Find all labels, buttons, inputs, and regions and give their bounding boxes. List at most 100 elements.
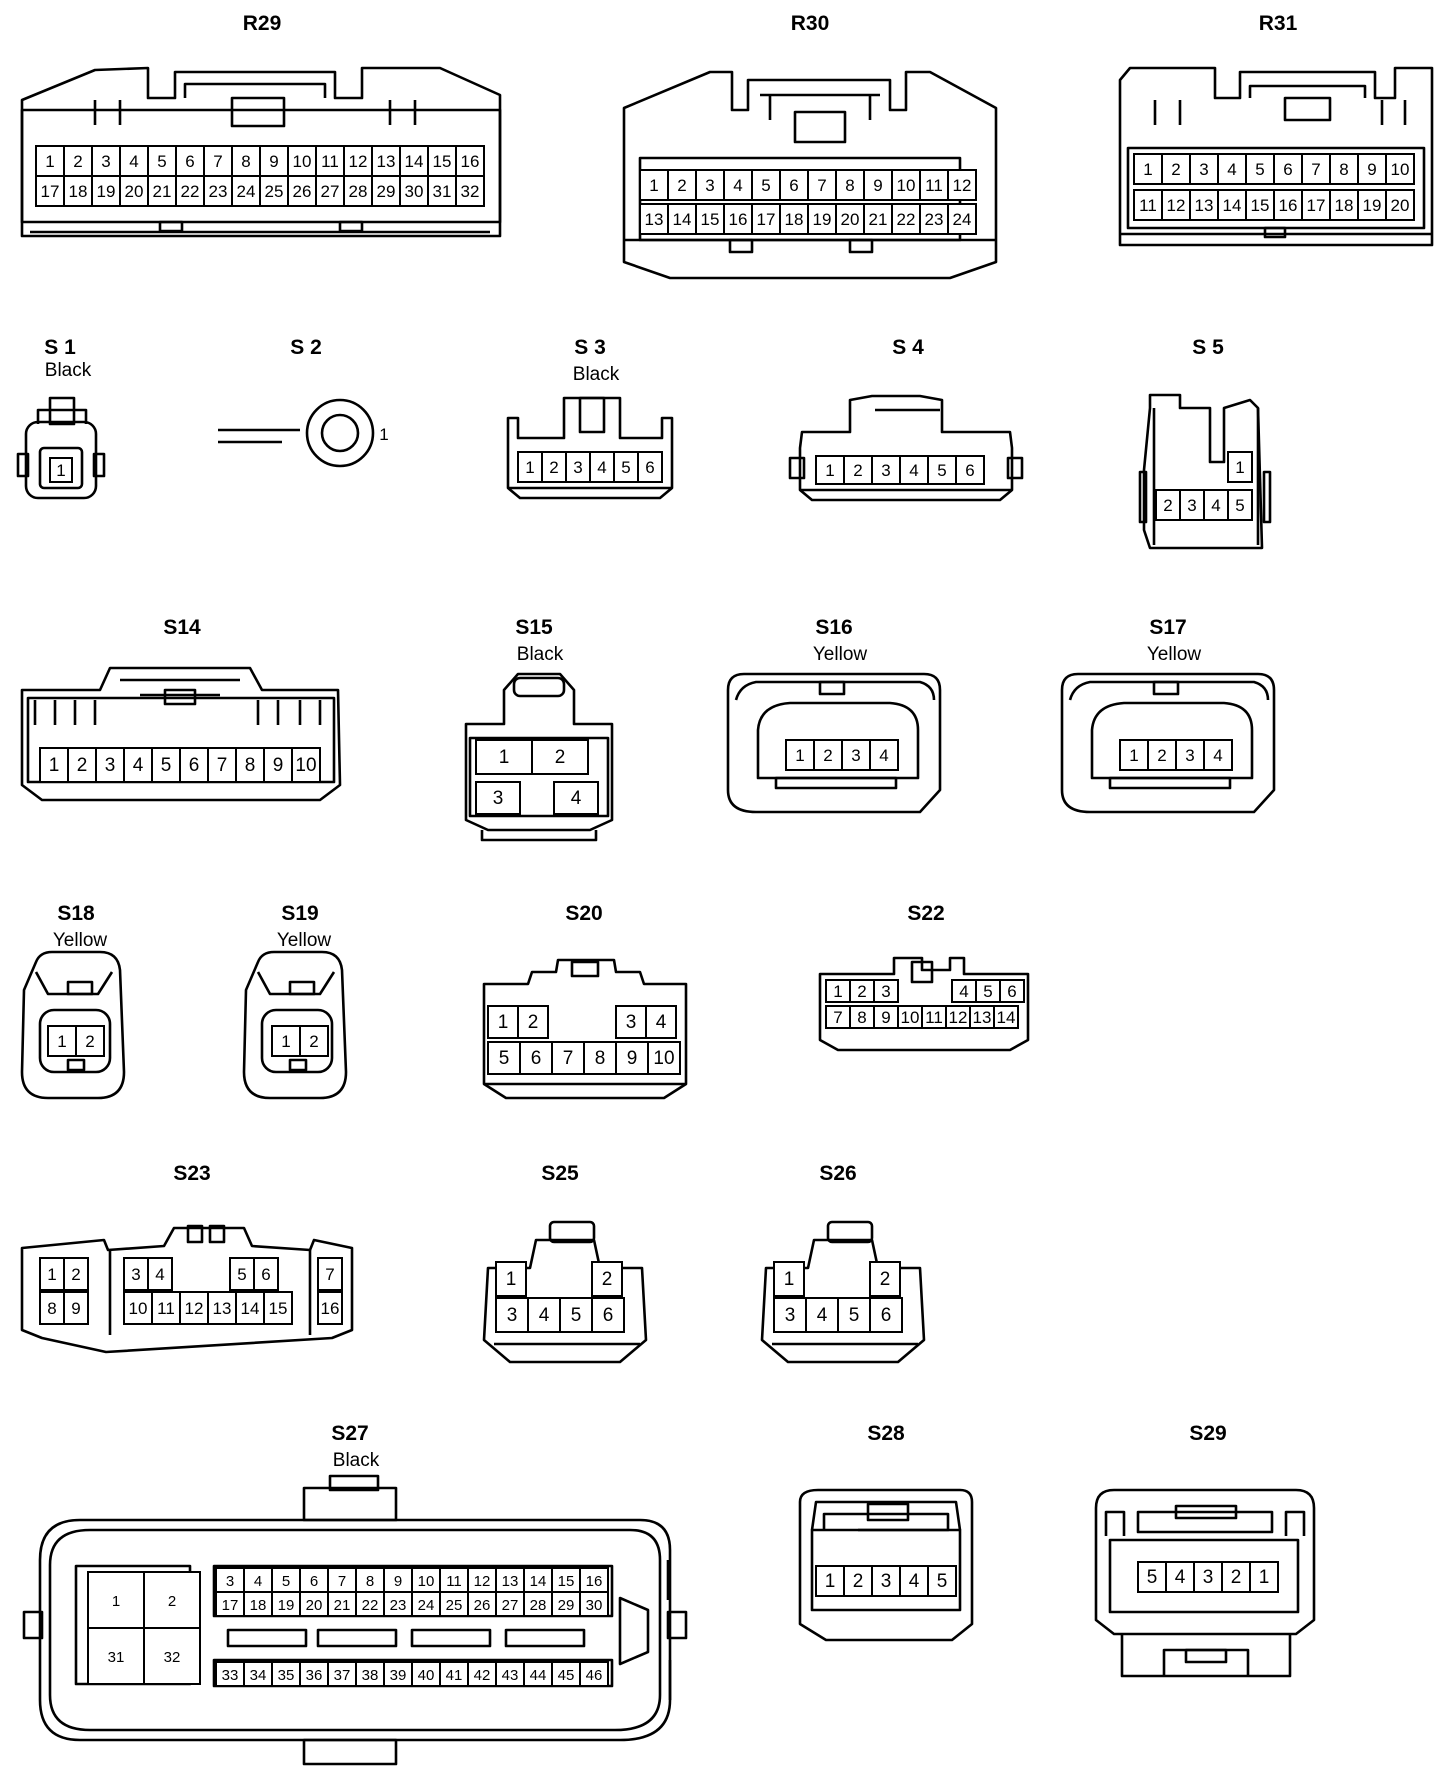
- pin-S22-9: 9: [873, 1005, 899, 1029]
- pin-number: 44: [530, 1667, 547, 1684]
- pin-number: 1: [47, 1265, 56, 1284]
- connector-label-R29: R29: [243, 12, 282, 35]
- pin-S14-3: 3: [95, 747, 125, 783]
- pin-number: 18: [69, 182, 88, 201]
- pin-number: 2: [71, 1265, 80, 1284]
- pin-number: 15: [433, 152, 452, 171]
- pin-number: 8: [845, 176, 854, 195]
- pin-S22-3: 3: [873, 979, 899, 1003]
- pin-R29-32: 32: [455, 175, 485, 207]
- pin-number: 1: [1259, 1567, 1270, 1588]
- pin-R29-27: 27: [315, 175, 345, 207]
- pin-number: 42: [474, 1667, 491, 1684]
- pin-number: 1: [649, 176, 658, 195]
- pin-S14-10: 10: [291, 747, 321, 783]
- connector-body-S1: [16, 396, 106, 500]
- pin-number: 37: [334, 1667, 351, 1684]
- connector-label-S27: S27: [331, 1422, 368, 1445]
- pin-S28-1: 1: [815, 1565, 845, 1597]
- pin-number: 1: [825, 461, 834, 480]
- connector-body-S20: [482, 958, 688, 1100]
- pin-number: 6: [261, 1265, 270, 1284]
- pin-number: 10: [897, 176, 916, 195]
- pin-number: 4: [1213, 746, 1222, 765]
- pin-number: 16: [586, 1573, 603, 1590]
- pin-number: 9: [269, 152, 278, 171]
- pin-R29-18: 18: [63, 175, 93, 207]
- pin-number: 5: [282, 1573, 290, 1590]
- pin-S19-2: 2: [299, 1025, 329, 1057]
- connector-label-S19: S19: [281, 902, 318, 925]
- pin-S20-4: 4: [645, 1005, 677, 1039]
- pin-S22-4: 4: [951, 979, 977, 1003]
- pin-S22-1: 1: [825, 979, 851, 1003]
- pin-number: 5: [983, 982, 992, 1001]
- pin-S29-1: 1: [1249, 1561, 1279, 1593]
- pin-number: 23: [390, 1597, 407, 1614]
- pin-S27-4: 4: [243, 1567, 273, 1593]
- pin-number: 11: [925, 176, 943, 195]
- pin-R29-14: 14: [399, 145, 429, 177]
- pin-number: 25: [265, 182, 284, 201]
- connector-label-S25: S25: [541, 1162, 579, 1185]
- pin-number: 18: [1335, 196, 1354, 215]
- pin-number: 26: [293, 182, 312, 201]
- pin-number: 10: [901, 1008, 920, 1027]
- pin-R30-7: 7: [807, 169, 837, 201]
- pin-S27-42: 42: [467, 1661, 497, 1687]
- pin-R31-14: 14: [1217, 189, 1247, 221]
- pin-S4-6: 6: [955, 455, 985, 485]
- pin-S27-18: 18: [243, 1591, 273, 1617]
- pin-number: 14: [1223, 196, 1242, 215]
- pin-R31-15: 15: [1245, 189, 1275, 221]
- pin-number: 36: [306, 1667, 323, 1684]
- pin-R29-9: 9: [259, 145, 289, 177]
- connector-body-S3: [506, 396, 674, 500]
- connector-label-S3: S 3: [574, 336, 606, 359]
- pin-number: 5: [237, 1265, 246, 1284]
- pin-R31-20: 20: [1385, 189, 1415, 221]
- connector-color-S16: Yellow: [813, 644, 868, 665]
- pin-S14-6: 6: [179, 747, 209, 783]
- pin-number: 3: [881, 461, 890, 480]
- pin-number: 1: [281, 1032, 290, 1051]
- pin-S27-28: 28: [523, 1591, 553, 1617]
- pin-R30-11: 11: [919, 169, 949, 201]
- pin-R30-3: 3: [695, 169, 725, 201]
- pin-number: 28: [530, 1597, 547, 1614]
- pin-R30-22: 22: [891, 203, 921, 235]
- pin-number: 46: [586, 1667, 603, 1684]
- pin-R31-2: 2: [1161, 153, 1191, 185]
- pin-number: 10: [653, 1048, 674, 1069]
- pin-number: 5: [761, 176, 770, 195]
- pin-S15-2: 2: [531, 739, 589, 775]
- connector-label-S15: S15: [515, 616, 553, 639]
- pin-number: 22: [897, 210, 916, 229]
- pin-S25-6: 6: [591, 1297, 625, 1333]
- pin-number: 1: [1235, 458, 1244, 477]
- pin-number: 12: [474, 1573, 491, 1590]
- pin-number: 3: [507, 1305, 518, 1326]
- pin-number: 17: [41, 182, 60, 201]
- pin-S16-2: 2: [813, 739, 843, 771]
- connector-label-S28: S28: [867, 1422, 905, 1445]
- pin-S29-2: 2: [1221, 1561, 1251, 1593]
- pin-S27-40: 40: [411, 1661, 441, 1687]
- pin-S4-3: 3: [871, 455, 901, 485]
- pin-number: 3: [1185, 746, 1194, 765]
- connector-body-R29: [20, 66, 502, 238]
- connector-color-S27: Black: [333, 1450, 380, 1471]
- pin-number: 40: [418, 1667, 435, 1684]
- pin-number: 3: [1203, 1567, 1214, 1588]
- connector-color-S1: Black: [45, 360, 92, 381]
- pin-number: 17: [1307, 196, 1326, 215]
- pin-number: 10: [293, 152, 312, 171]
- pin-R29-3: 3: [91, 145, 121, 177]
- pin-number: 20: [306, 1597, 323, 1614]
- pin-S3-2: 2: [541, 451, 567, 483]
- pin-number: 9: [71, 1299, 80, 1318]
- pin-S27-12: 12: [467, 1567, 497, 1593]
- pin-S14-9: 9: [263, 747, 293, 783]
- pin-S27-14: 14: [523, 1567, 553, 1593]
- pin-S27-21: 21: [327, 1591, 357, 1617]
